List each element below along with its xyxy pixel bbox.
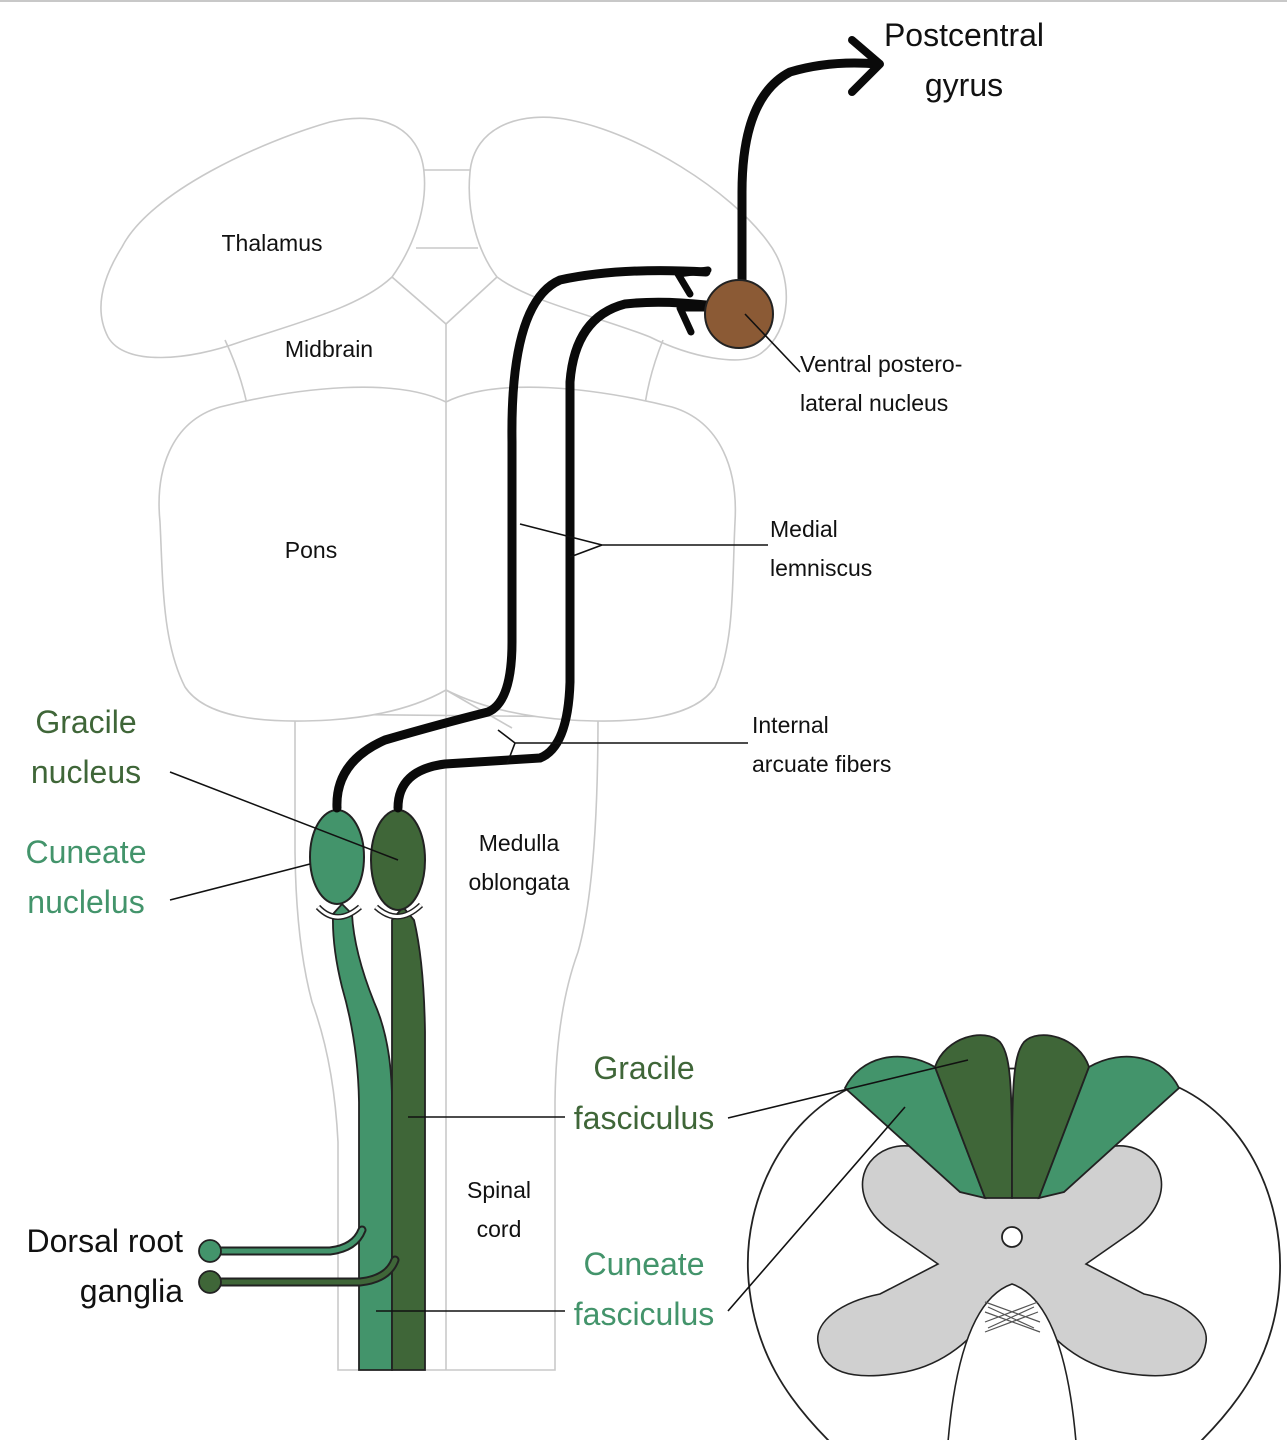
vpl-label-line1: Ventral postero-: [800, 351, 962, 377]
cuneate-nucleus-leader: [170, 864, 310, 900]
cuneate-nucleus-label-line1: Cuneate: [26, 834, 147, 870]
pons-outline: [159, 387, 735, 721]
spinal-cord-label-line1: Spinal: [467, 1177, 531, 1203]
gracile-fasciculus-label-line2: fasciculus: [574, 1100, 715, 1136]
vpl-label-line2: lateral nucleus: [800, 390, 948, 416]
ganglion-light: [199, 1240, 221, 1262]
dorsal-root-ganglia-label-line2: ganglia: [80, 1273, 183, 1309]
medial-lemniscus-label-line1: Medial: [770, 516, 838, 542]
postcentral-gyrus-label-line1: Postcentral: [884, 17, 1044, 53]
cuneate-nucleus-label-line2: nuclelus: [27, 884, 144, 920]
thalamus-label: Thalamus: [222, 230, 323, 256]
gracile-nucleus-label-line2: nucleus: [31, 754, 141, 790]
medulla-label-line2: oblongata: [468, 869, 569, 895]
central-canal: [1002, 1227, 1022, 1247]
spinal-cord-label-line2: cord: [477, 1216, 522, 1242]
ganglion-dark: [199, 1271, 221, 1293]
postcentral-gyrus-label-line2: gyrus: [925, 67, 1003, 103]
dorsal-root-ganglia-label-line1: Dorsal root: [27, 1223, 184, 1259]
internal-arcuate-label-line1: Internal: [752, 712, 829, 738]
internal-arcuate-label-line2: arcuate fibers: [752, 751, 891, 777]
gracile-fasciculus-tract: [392, 907, 425, 1370]
medulla-label-line1: Medulla: [479, 830, 560, 856]
cuneate-fasciculus-label-line2: fasciculus: [574, 1296, 715, 1332]
gracile-nucleus-label-line1: Gracile: [35, 704, 136, 740]
midbrain-label: Midbrain: [285, 336, 373, 362]
vpl-nucleus: [705, 280, 773, 348]
cuneate-nucleus: [310, 810, 364, 904]
cuneate-fasciculus-label-line1: Cuneate: [584, 1246, 705, 1282]
pons-label: Pons: [285, 537, 337, 563]
gracile-fasciculus-label-line1: Gracile: [593, 1050, 694, 1086]
medial-lemniscus-label-line2: lemniscus: [770, 555, 872, 581]
spinal-cord-cross-section: [748, 1035, 1280, 1440]
